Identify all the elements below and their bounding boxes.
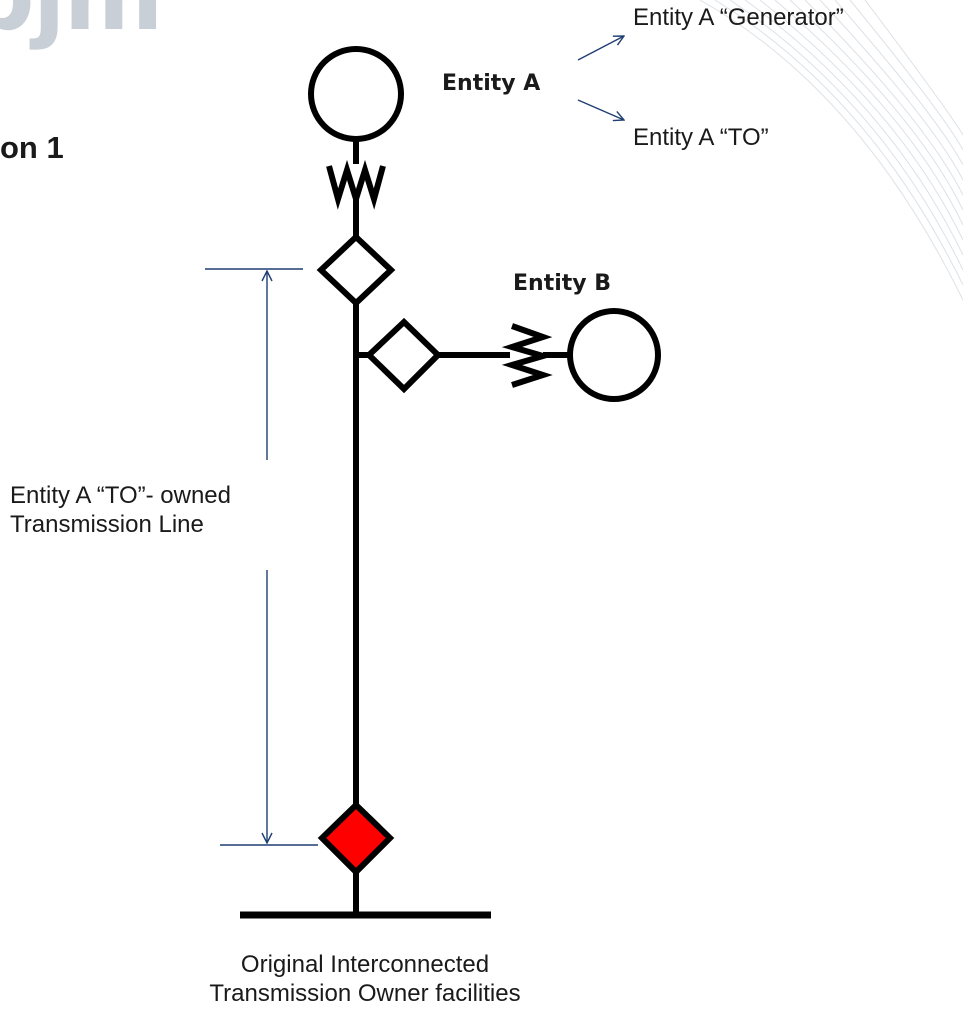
entity-a-to-label: Entity A “TO” [633,124,769,151]
interconnection-point-breaker [317,800,395,877]
entity-b-transformer-icon [501,323,554,388]
transmission-line-label-line2: Transmission Line [10,511,204,538]
entity-a-generator-arrow [577,36,624,61]
transmission-line-label: Entity A “TO”- owned Transmission Line [10,481,231,539]
entity-a-label: Entity A [442,71,541,96]
page-title-fragment: on 1 [0,130,64,165]
transmission-line-label-line1: Entity A “TO”- owned [10,482,231,509]
entity-b-breaker [364,317,443,394]
entity-b-label: Entity B [513,271,612,296]
bus-label-line2: Transmission Owner facilities [209,980,521,1007]
entity-b-generator-symbol [567,308,661,402]
entity-a-to-arrow [577,99,624,120]
bus-label: Original Interconnected Transmission Own… [140,950,590,1008]
bus-label-line1: Original Interconnected [240,951,490,978]
entity-a-transformer-icon [326,159,386,210]
entity-a-breaker [316,232,396,308]
entity-a-generator-symbol [308,46,404,142]
pjm-logo-fragment: pjm [0,0,164,44]
entity-a-generator-label: Entity A “Generator” [633,4,844,31]
background-swoosh [699,0,963,301]
